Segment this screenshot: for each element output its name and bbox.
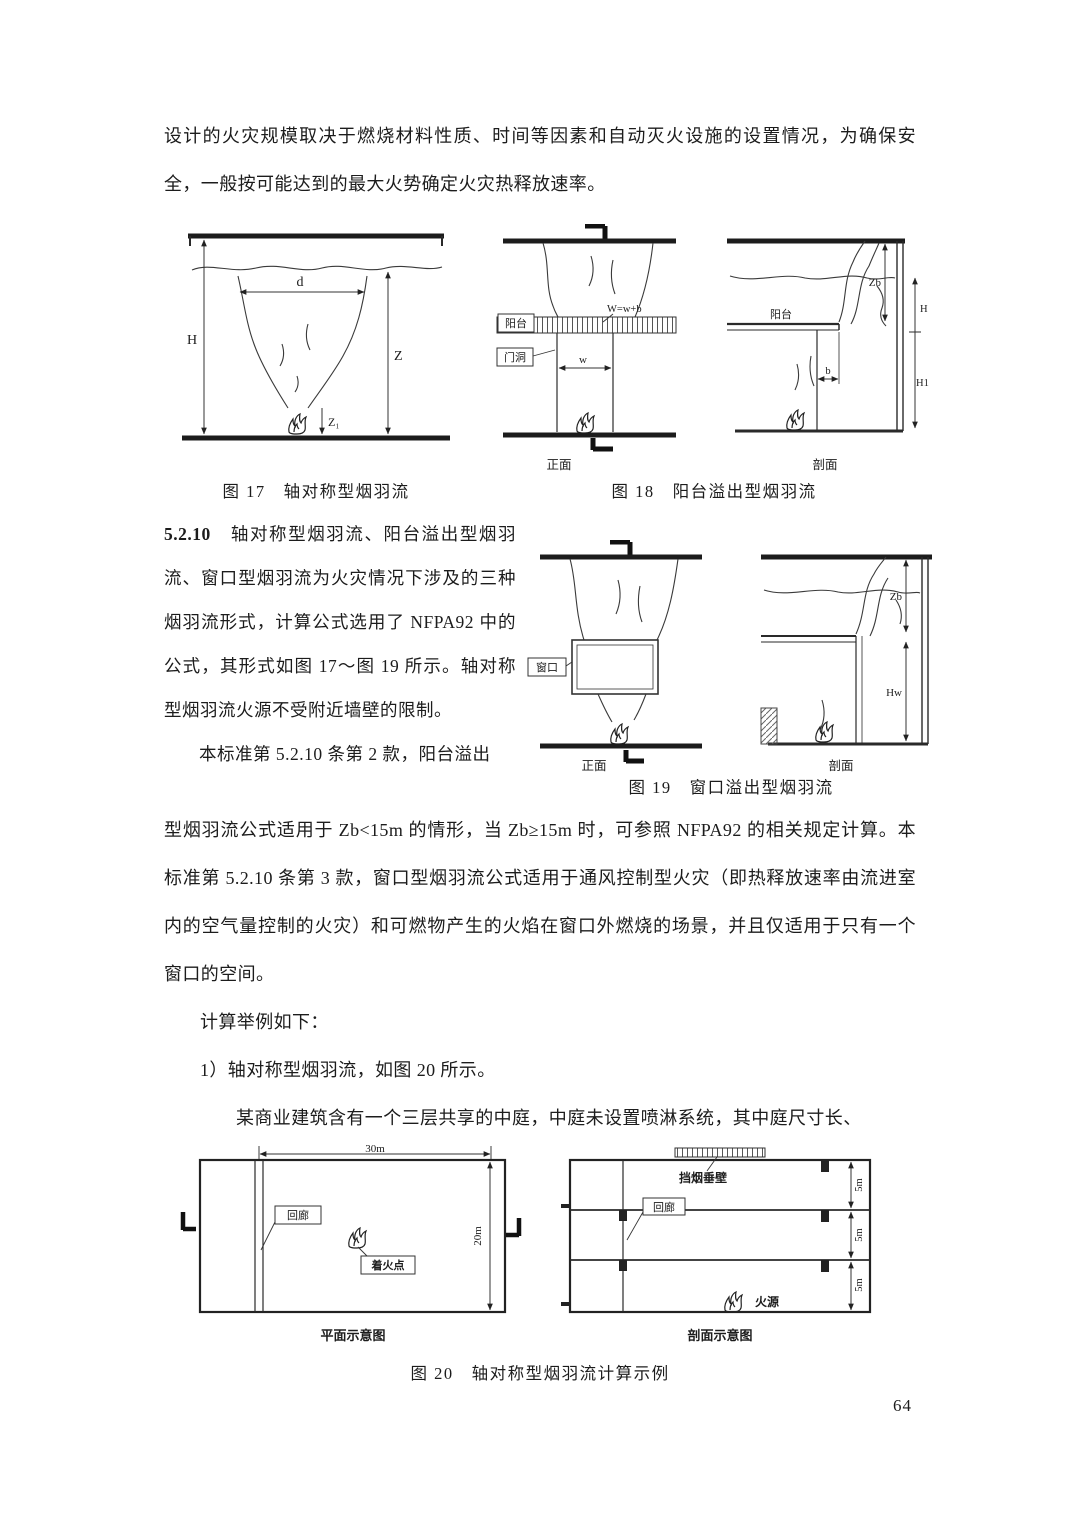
fig19-label-Zb: Zb (890, 591, 903, 603)
fig20-label-20m: 20m (472, 1226, 484, 1246)
fig17-label-Z: Z (394, 349, 403, 364)
fig20-label-5m-3: 5m (854, 1278, 865, 1291)
fig20-label-5m-2: 5m (854, 1228, 865, 1241)
fig20-caption: 图 20 轴对称型烟羽流计算示例 (410, 1364, 670, 1383)
section-5210-row: 5.2.10 轴对称型烟羽流、阳台溢出型烟羽流、窗口型烟羽流为火灾情况下涉及的三… (164, 512, 939, 810)
main-paragraphs: 型烟羽流公式适用于 Zb<15m 的情形，当 Zb≥15m 时，可参照 NFPA… (164, 806, 916, 1142)
fig18-drawing: 阳台 W=w+b w 门洞 正面 (496, 224, 929, 472)
fig18-label-b: b (825, 366, 830, 377)
fig17-drawing: d H Z Z₁ (182, 233, 450, 441)
section-number: 5.2.10 (164, 524, 211, 544)
fig20-label-plan: 平面示意图 (320, 1328, 385, 1343)
fig20-drawing: 30m 20m 回廊 着火点 平面示意图 挡烟垂壁 (180, 1144, 872, 1343)
paragraph-intro: 设计的火灾规模取决于燃烧材料性质、时间等因素和自动灭火设施的设置情况，为确保安全… (164, 126, 916, 194)
paragraph-description: 某商业建筑含有一个三层共享的中庭，中庭未设置喷淋系统，其中庭尺寸长、 (236, 1108, 862, 1128)
fig18-label-w: w (579, 354, 587, 366)
figure-18: 阳台 W=w+b w 门洞 正面 (495, 224, 933, 502)
fig17-label-H: H (187, 333, 197, 348)
fig18-label-front: 正面 (546, 458, 571, 472)
fig20-label-30m: 30m (365, 1144, 385, 1155)
fig18-label-w-total: W=w+b (607, 304, 642, 315)
fig17-caption: 图 17 轴对称型烟羽流 (222, 482, 410, 501)
paragraph-2-rest: 型烟羽流公式适用于 Zb<15m 的情形，当 Zb≥15m 时，可参照 NFPA… (164, 820, 916, 984)
fig20-label-5m-1: 5m (854, 1178, 865, 1191)
fig19-label-Hw: Hw (886, 687, 902, 699)
fig19-label-front: 正面 (581, 759, 606, 772)
fig19-caption: 图 19 窗口溢出型烟羽流 (628, 778, 834, 797)
fig20-label-section: 剖面示意图 (687, 1328, 752, 1343)
fig18-label-balcony-section: 阳台 (770, 307, 792, 321)
fig19-label-window: 窗口 (536, 660, 558, 674)
fig17-label-d: d (297, 275, 304, 290)
fig19-drawing: 窗口 正面 (527, 540, 932, 772)
fig19-label-section: 剖面 (828, 759, 853, 772)
section-body: 轴对称型烟羽流、阳台溢出型烟羽流、窗口型烟羽流为火灾情况下涉及的三种烟羽流形式，… (164, 524, 516, 720)
fig17-label-Z1: Z₁ (328, 415, 340, 429)
fig20-label-corridor-plan: 回廊 (287, 1208, 309, 1222)
paragraph-example: 计算举例如下： (200, 1012, 329, 1032)
figure-20: 30m 20m 回廊 着火点 平面示意图 挡烟垂壁 (172, 1144, 908, 1384)
fig18-caption: 图 18 阳台溢出型烟羽流 (611, 482, 817, 501)
fig20-label-corridor-section: 回廊 (653, 1200, 675, 1214)
figure-17: d H Z Z₁ 图 17 轴对称型烟羽流 (180, 224, 452, 502)
paragraph-2-lead: 本标准第 5.2.10 条第 2 款，阳台溢出 (199, 744, 491, 764)
fig20-label-fire-point: 着火点 (371, 1258, 405, 1272)
fig20-label-smoke-barrier: 挡烟垂壁 (679, 1170, 727, 1185)
fig18-label-balcony-front: 阳台 (505, 316, 527, 330)
fig18-label-H: H (920, 304, 928, 315)
fig18-label-H1: H1 (916, 378, 929, 389)
paragraph-item-1: 1）轴对称型烟羽流，如图 20 所示。 (200, 1060, 496, 1080)
fig18-label-Zb: Zb (869, 277, 882, 289)
section-5210-text: 5.2.10 轴对称型烟羽流、阳台溢出型烟羽流、窗口型烟羽流为火灾情况下涉及的三… (164, 512, 516, 776)
figure-row-17-18: d H Z Z₁ 图 17 轴对称型烟羽流 (165, 224, 945, 514)
fig18-label-door: 门洞 (504, 350, 526, 364)
page-number: 64 (893, 1396, 912, 1415)
fig20-label-fire-source: 火源 (755, 1294, 779, 1309)
section-5210-paragraph: 5.2.10 轴对称型烟羽流、阳台溢出型烟羽流、窗口型烟羽流为火灾情况下涉及的三… (164, 512, 516, 732)
fig18-label-section: 剖面 (812, 458, 837, 472)
figure-19: 窗口 正面 (526, 540, 936, 798)
